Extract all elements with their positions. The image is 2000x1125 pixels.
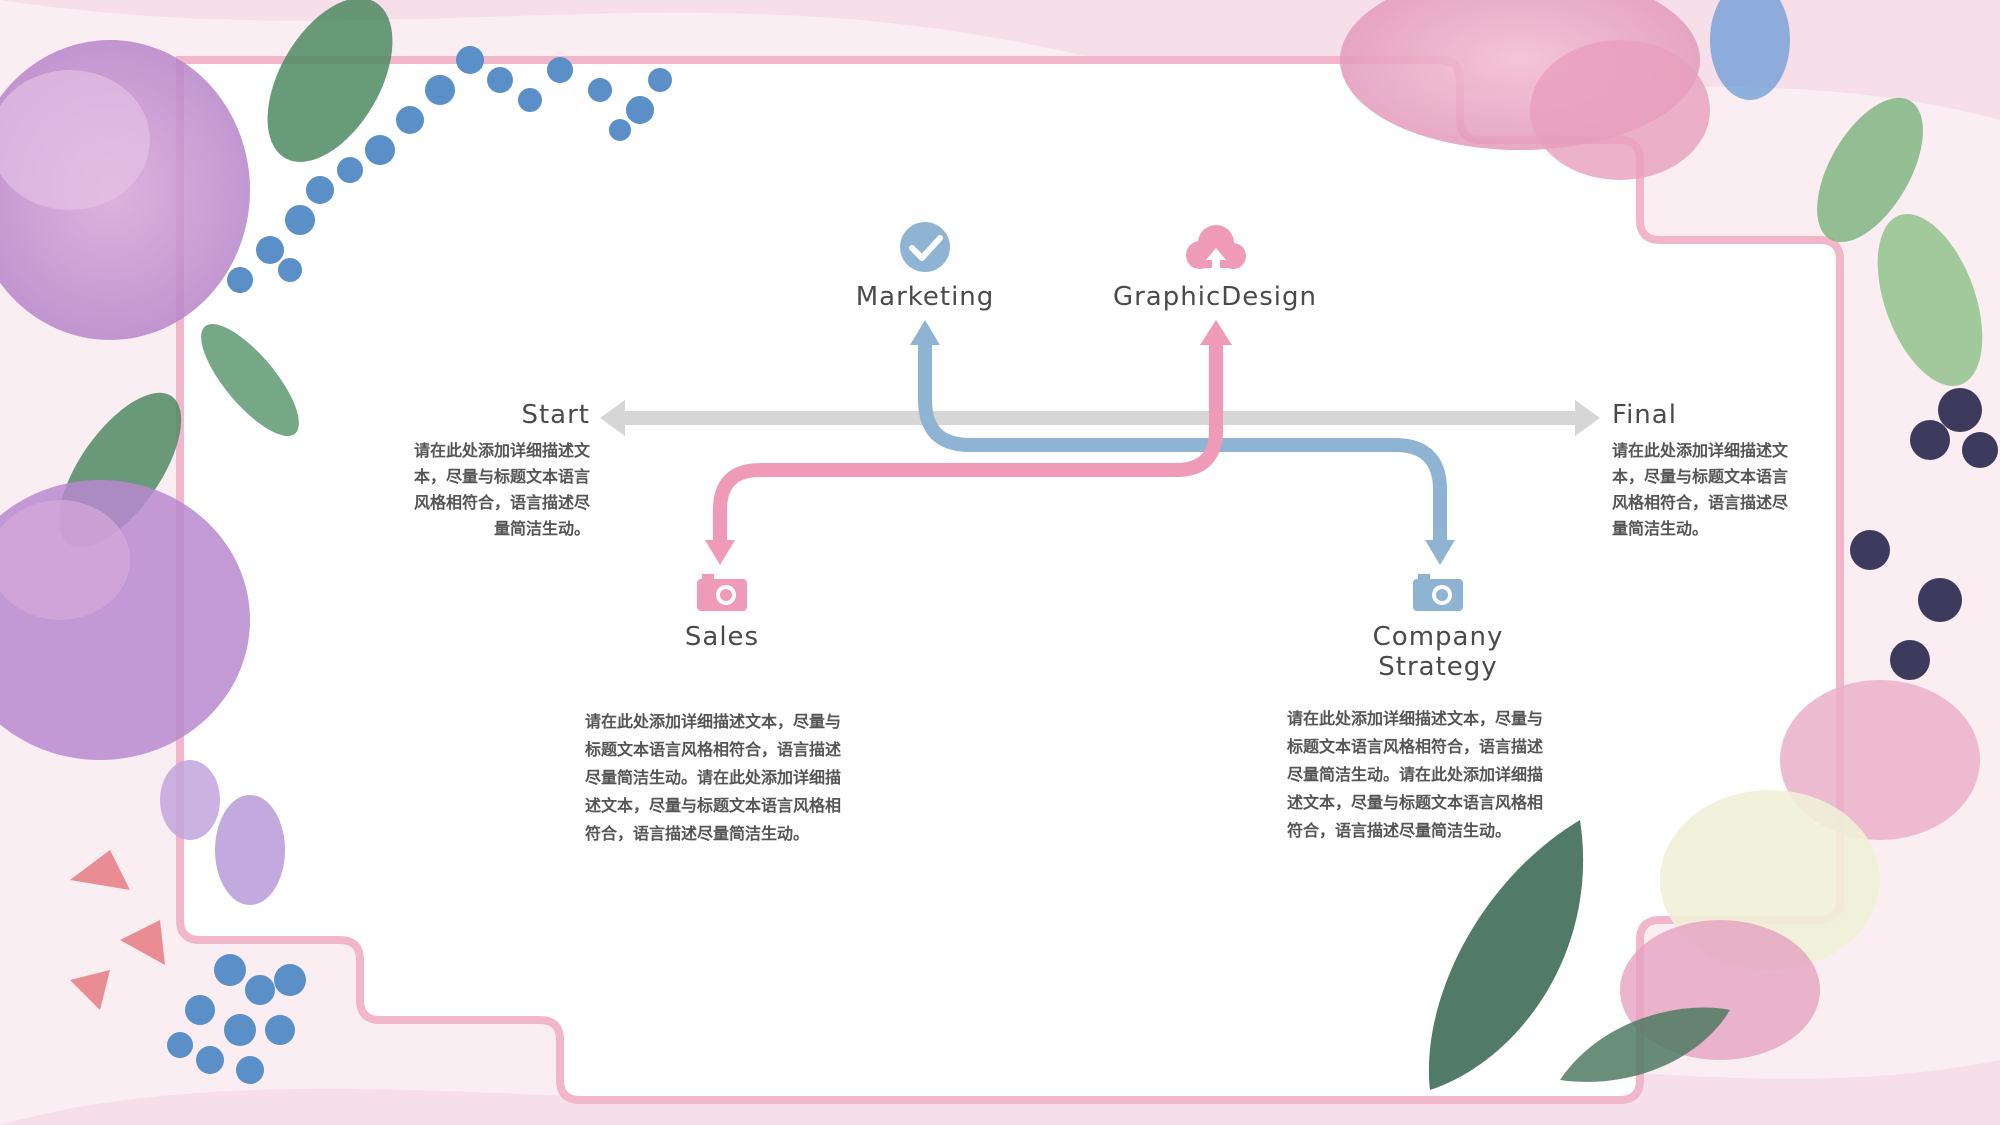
final-title: Final bbox=[1612, 400, 1677, 430]
pink-connector bbox=[713, 345, 1223, 545]
marketing-title: Marketing bbox=[855, 282, 995, 312]
start-description: 请在此处添加详细描述文 本，尽量与标题文本语言 风格相符合，语言描述尽 量简洁生… bbox=[413, 441, 590, 538]
check-circle-icon bbox=[900, 222, 950, 272]
flowers-bottom-right bbox=[1428, 680, 1980, 1090]
camera-icon bbox=[1413, 574, 1463, 611]
camera-icon bbox=[697, 574, 747, 611]
company-strategy-title: Company Strategy bbox=[1372, 622, 1504, 682]
frame-border bbox=[176, 56, 1844, 1104]
flowers-right bbox=[1850, 388, 1998, 680]
flowers-top-right bbox=[1340, 0, 1983, 386]
graphicdesign-title: GraphicDesign bbox=[1112, 282, 1318, 312]
cloud-upload-icon bbox=[1186, 225, 1246, 269]
flowers-bottom-left bbox=[70, 850, 306, 1084]
final-description: 请在此处添加详细描述文 本，尽量与标题文本语言 风格相符合，语言描述尽 量简洁生… bbox=[1612, 441, 1789, 538]
blue-connector bbox=[918, 345, 1447, 545]
company-strategy-description: 请在此处添加详细描述文本，尽量与 标题文本语言风格相符合，语言描述 尽量简洁生动… bbox=[1287, 709, 1544, 840]
sales-description: 请在此处添加详细描述文本，尽量与 标题文本语言风格相符合，语言描述 尽量简洁生动… bbox=[585, 712, 842, 843]
sales-title: Sales bbox=[684, 622, 760, 652]
start-title: Start bbox=[521, 400, 590, 430]
flowers-left bbox=[0, 480, 285, 905]
